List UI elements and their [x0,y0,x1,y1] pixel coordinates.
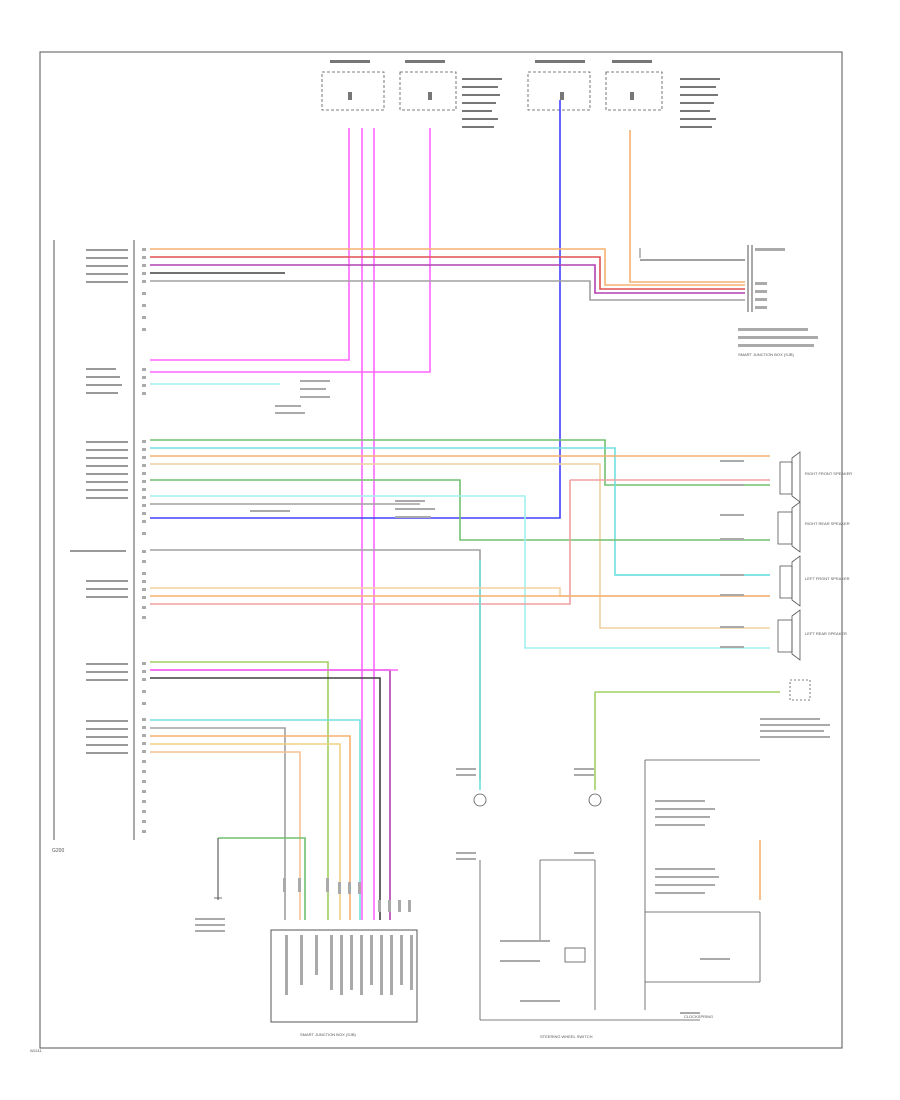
wires [150,100,780,920]
radio-ground-label: G200 [52,848,64,854]
bottom-module-label: SMART JUNCTION BOX (SJB) [300,1032,357,1037]
wire-cyan-3 [150,495,770,649]
wire-orange-top [629,130,745,283]
wire-purple-2 [150,669,391,920]
wire-tan-1 [150,463,770,629]
wire-green-2 [150,479,770,541]
wire-dark-2 [150,677,381,920]
bottom-left-code: W1111 [30,1048,43,1053]
wire-green-3 [150,661,329,920]
wire-grey-3 [150,549,481,780]
smart-junction-box: SMART JUNCTION BOX (SJB) [738,245,818,357]
sjb-label: SMART JUNCTION BOX (SJB) [738,352,795,357]
clockspring-sub-label: CLOCKSPRING [684,1014,713,1019]
wire-tan-2 [150,587,770,597]
top-fuse-boxes [321,71,663,111]
connector-labels [456,768,594,860]
speaker-right-rear: RIGHT REAR SPEAKER [777,501,850,553]
speaker-rr-label: RIGHT REAR SPEAKER [805,521,850,526]
wire-pink-4 [150,128,431,373]
clockspring-text-lines [500,800,730,1014]
wire-grey-1 [150,280,745,301]
inline-notes [250,380,435,518]
top-fuse-marks [330,60,720,128]
wire-green-4 [218,837,306,920]
speaker-wire-labels [720,460,744,648]
clockspring-box [479,759,761,1021]
speaker-lf-label: LEFT FRONT SPEAKER [805,576,850,581]
radio-unit: G200 [52,240,135,854]
wire-blue [150,100,561,519]
bottom-module: SMART JUNCTION BOX (SJB) [270,929,418,1037]
speaker-rf-label: RIGHT FRONT SPEAKER [805,471,852,476]
pin-number-ticks [142,248,146,833]
wire-orange-5 [150,751,301,920]
wire-purple-1 [150,264,745,294]
inline-connectors [473,793,602,807]
wire-grey-4 [150,727,286,920]
speaker-left-front: LEFT FRONT SPEAKER [779,555,850,607]
speaker-right-front: RIGHT FRONT SPEAKER [779,451,852,503]
wire-cyan-6 [150,719,361,920]
speaker-left-rear: LEFT REAR SPEAKER [777,609,847,661]
radio-pin-labels [70,249,128,754]
diagram-frame [39,51,843,1049]
ground-symbols [214,248,641,899]
wire-red-3 [150,480,571,605]
speaker-lr-label: LEFT REAR SPEAKER [805,631,847,636]
wire-pink-1 [150,128,350,361]
wire-orange-4 [150,735,351,920]
wire-green-1 [150,439,770,486]
bottom-wire-labels [195,878,411,932]
clockspring-label: STEERING WHEEL SWITCH [540,1034,593,1039]
wire-red-1 [150,256,745,290]
wire-orange-1 [150,248,745,286]
wire-tan-3 [150,743,341,920]
steering-wheel-module [760,679,830,738]
